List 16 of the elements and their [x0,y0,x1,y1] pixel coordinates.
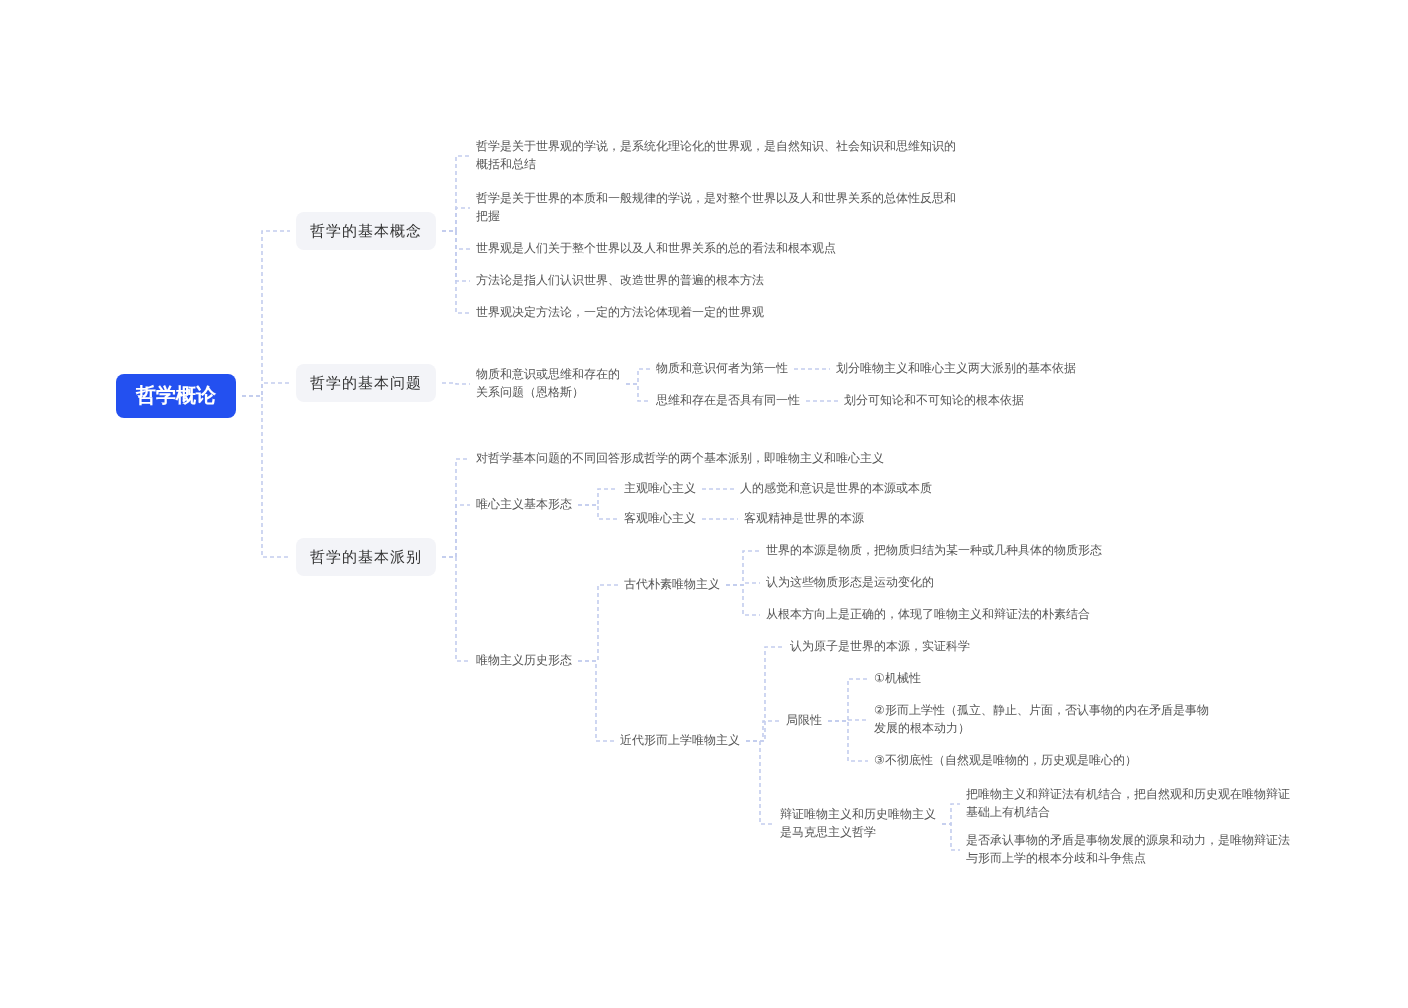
connector-line [827,720,869,762]
connector-line [941,823,961,851]
connector-line [745,740,775,825]
connector-line [441,382,471,385]
connector-line [577,504,619,520]
connector-line [701,518,739,520]
connector-line [805,400,839,402]
connector-line [793,368,831,370]
connector-line [441,556,471,662]
connector-line [725,584,761,616]
connector-line [625,383,651,402]
connector-line [241,395,291,558]
connector-line [441,230,471,314]
root-topic-box: 哲学概论 [116,374,236,418]
connector-line [577,660,615,742]
connector-line [701,488,735,490]
